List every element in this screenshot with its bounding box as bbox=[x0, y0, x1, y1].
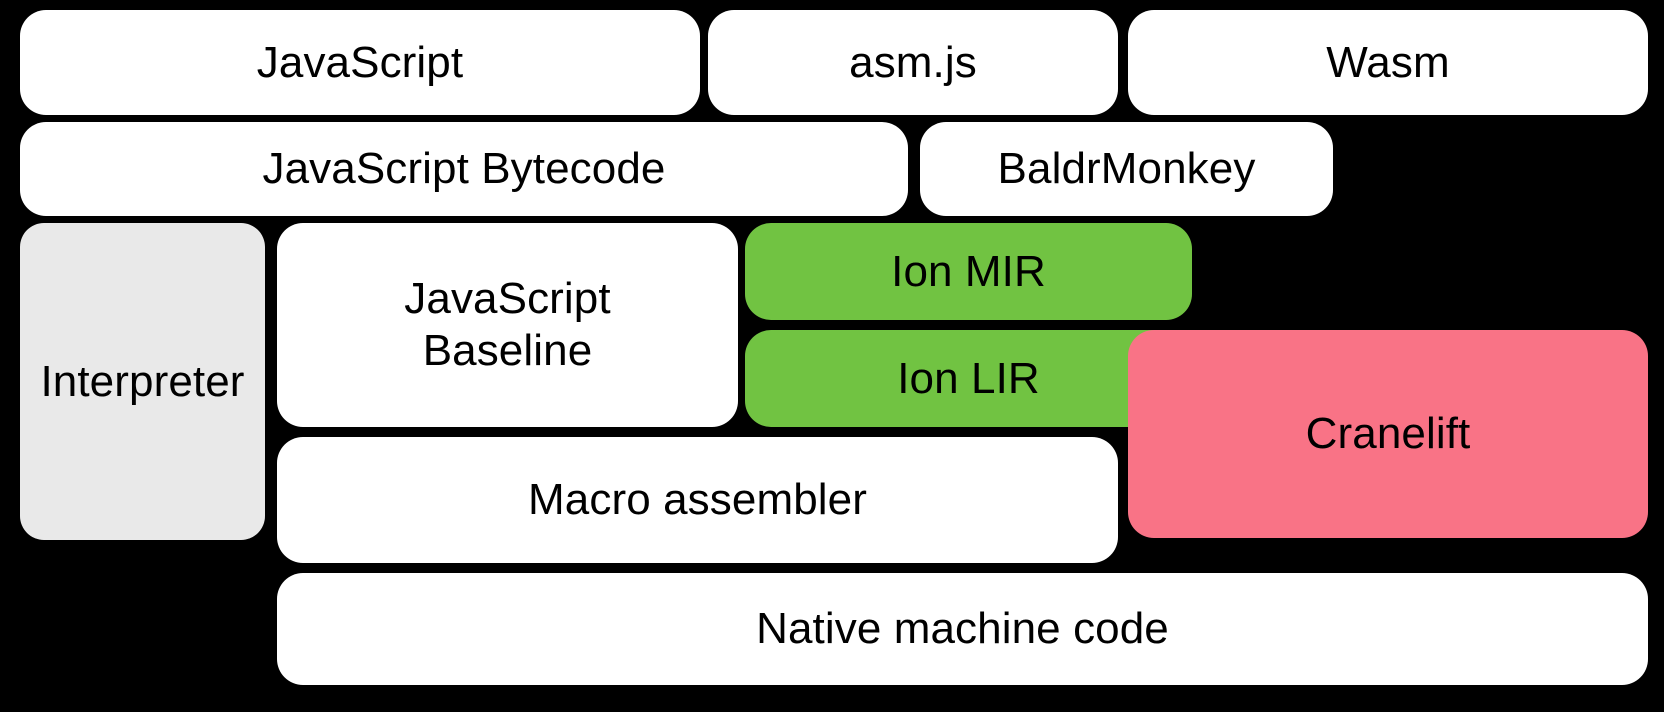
node-cranelift[interactable]: Cranelift bbox=[1128, 330, 1648, 538]
node-javascript-bytecode[interactable]: JavaScript Bytecode bbox=[20, 122, 908, 216]
node-javascript-baseline[interactable]: JavaScript Baseline bbox=[277, 223, 738, 427]
node-javascript[interactable]: JavaScript bbox=[20, 10, 700, 115]
node-asm-js[interactable]: asm.js bbox=[708, 10, 1118, 115]
node-interpreter[interactable]: Interpreter bbox=[20, 223, 265, 540]
node-native-machine-code[interactable]: Native machine code bbox=[277, 573, 1648, 685]
node-ion-mir[interactable]: Ion MIR bbox=[745, 223, 1192, 320]
node-baldrmonkey[interactable]: BaldrMonkey bbox=[920, 122, 1333, 216]
node-ion-lir[interactable]: Ion LIR bbox=[745, 330, 1192, 427]
node-macro-assembler[interactable]: Macro assembler bbox=[277, 437, 1118, 563]
node-wasm[interactable]: Wasm bbox=[1128, 10, 1648, 115]
